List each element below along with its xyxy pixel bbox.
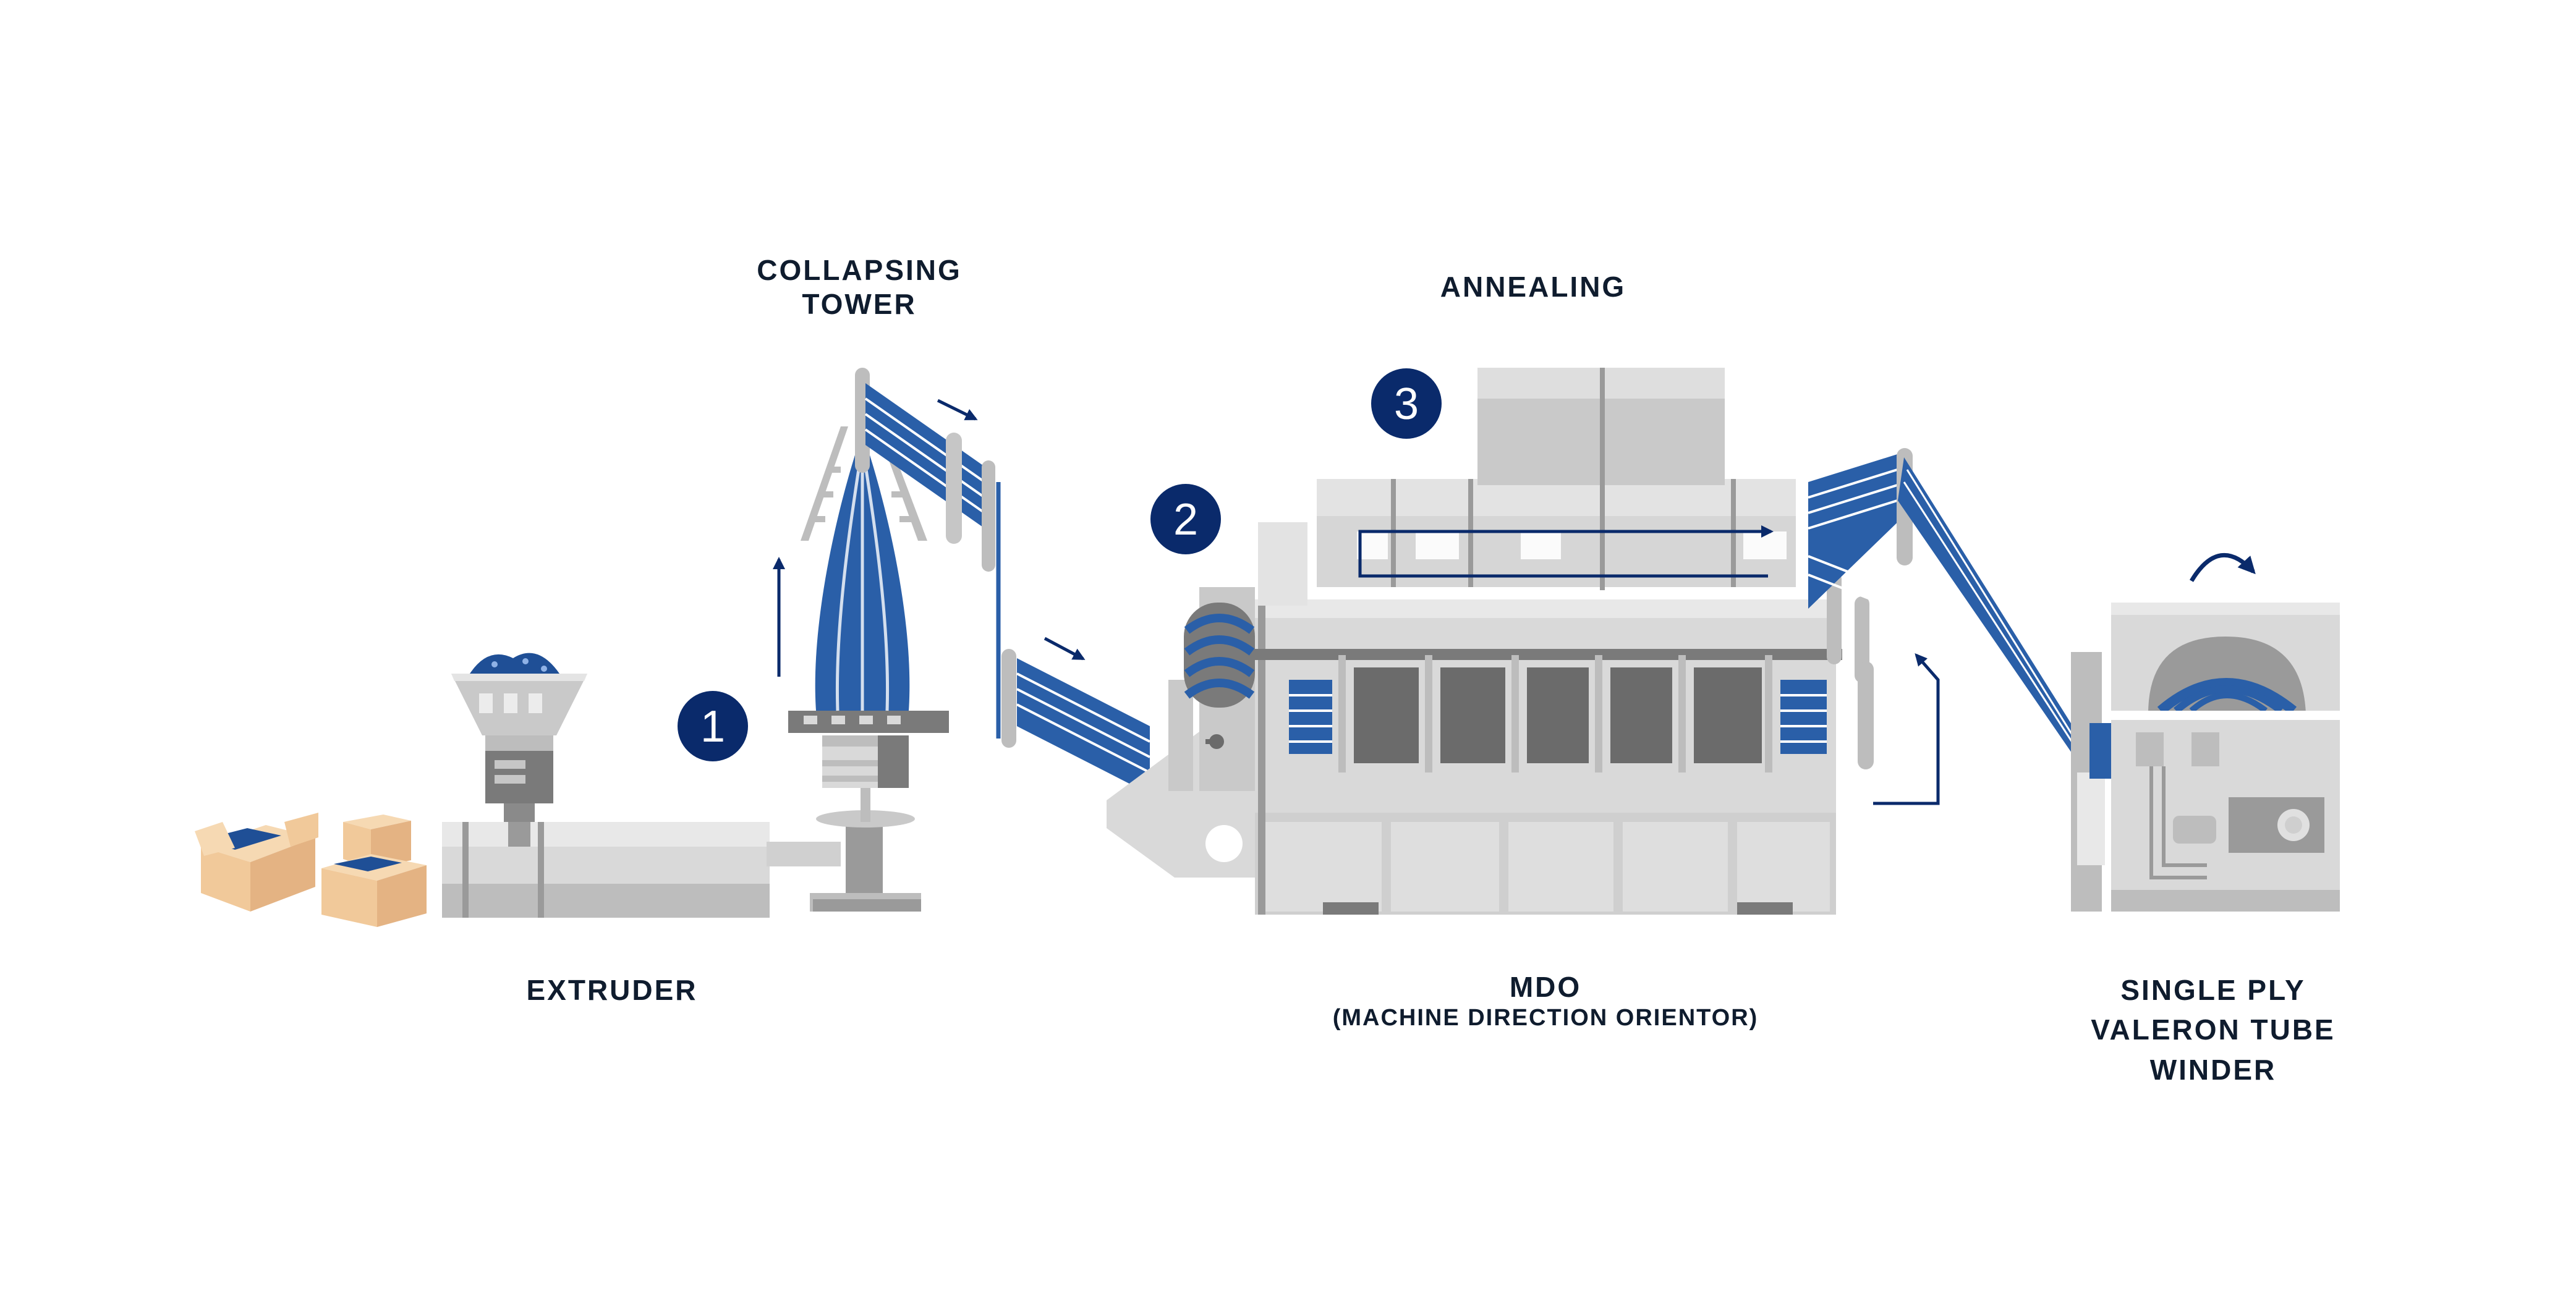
step-badge-3: 3 xyxy=(1371,368,1442,439)
label-mdo: MDO (MACHINE DIRECTION ORIENTOR) xyxy=(1298,970,1793,1033)
step-badge-2: 2 xyxy=(1150,484,1221,554)
label-mdo-title: MDO xyxy=(1509,971,1582,1003)
label-collapsing-tower-line2: TOWER xyxy=(802,288,917,321)
collapsing-tower xyxy=(788,368,1016,912)
label-annealing: ANNEALING xyxy=(1440,271,1626,303)
step-number-1: 1 xyxy=(700,702,725,751)
box-large xyxy=(195,813,318,912)
label-winder-line2: VALERON TUBE xyxy=(2091,1014,2336,1046)
box-small-front xyxy=(321,854,427,927)
label-extruder: EXTRUDER xyxy=(526,974,698,1006)
flow-arrows xyxy=(773,399,1940,805)
label-winder-line1: SINGLE PLY xyxy=(2120,974,2306,1006)
pellet-boxes xyxy=(195,813,427,927)
label-winder-line3: WINDER xyxy=(2149,1053,2277,1086)
winder xyxy=(2071,552,2340,912)
step-number-3: 3 xyxy=(1394,379,1419,429)
arrow-tower-film xyxy=(937,399,978,421)
label-winder: SINGLE PLY VALERON TUBE WINDER xyxy=(2040,970,2386,1090)
step-badge-1: 1 xyxy=(678,691,748,761)
label-collapsing-tower: COLLAPSING TOWER xyxy=(705,253,1014,321)
extruder xyxy=(442,653,841,918)
arrow-to-mdo xyxy=(1044,637,1086,661)
label-collapsing-tower-line1: COLLAPSING xyxy=(757,254,962,286)
step-number-2: 2 xyxy=(1173,495,1198,544)
mdo-machine xyxy=(1107,368,2102,915)
arrow-up-winder xyxy=(1873,653,1940,805)
label-mdo-subtitle: (MACHINE DIRECTION ORIENTOR) xyxy=(1332,1005,1759,1031)
film-to-mdo xyxy=(1016,658,1150,794)
